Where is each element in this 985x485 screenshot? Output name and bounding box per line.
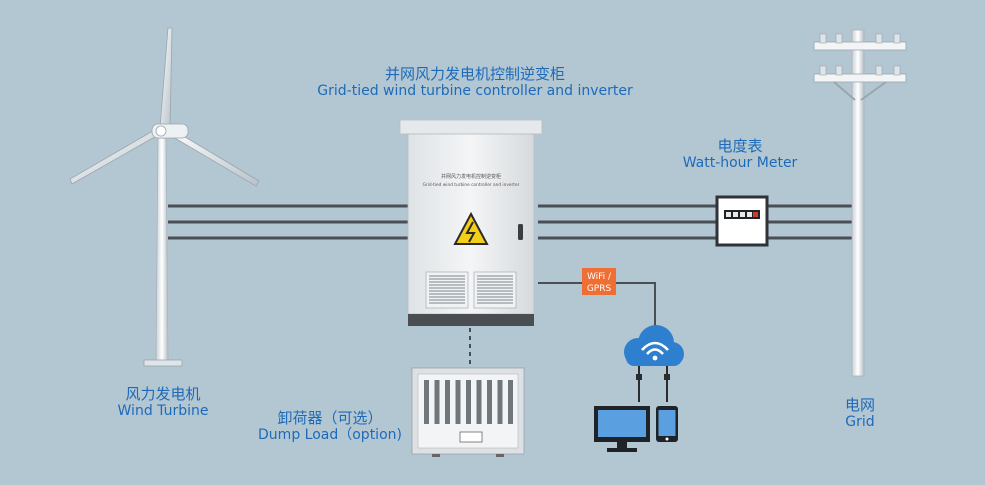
cabinet-vents xyxy=(425,271,517,309)
dump-load-fin xyxy=(445,380,450,424)
power-wires xyxy=(168,204,856,240)
high-voltage-warning-icon xyxy=(453,211,489,245)
dump-load-fin xyxy=(455,380,461,424)
cabinet-cn-label: 并网风力发电机控制逆变柜 xyxy=(441,173,501,180)
desktop-monitor-icon xyxy=(594,406,650,452)
dump-load-fin xyxy=(497,380,503,424)
dump-load-fin xyxy=(434,380,440,424)
dump-load-fin xyxy=(476,380,482,424)
grid-label: 电网 Grid xyxy=(844,396,876,431)
inverter-cabinet: 并网风力发电机控制逆变柜 Grid-tied wind turbine cont… xyxy=(399,119,543,326)
badge-line-2: GPRS xyxy=(587,284,612,294)
wind-turbine-icon xyxy=(69,27,260,367)
dump-load-fin xyxy=(508,380,513,424)
signal-wire xyxy=(538,282,656,333)
watt-hour-meter-icon xyxy=(715,195,769,247)
dump-load-fin xyxy=(487,380,492,424)
dump-load-label-en: Dump Load（option) xyxy=(258,427,402,444)
cloud-device-wires xyxy=(636,366,670,402)
grid-label-en: Grid xyxy=(845,414,875,431)
turbine-label-cn: 风力发电机 xyxy=(125,385,201,403)
turbine-label: 风力发电机 Wind Turbine xyxy=(117,385,209,420)
dump-load-label: 卸荷器（可选） Dump Load（option) xyxy=(258,409,402,444)
wifi-gprs-badge: WiFi / GPRS xyxy=(582,268,616,295)
cloud-wifi-icon xyxy=(624,325,684,366)
turbine-label-en: Wind Turbine xyxy=(117,403,209,420)
meter-label: 电度表 Watt-hour Meter xyxy=(682,137,798,172)
badge-line-1: WiFi / xyxy=(587,272,612,282)
inverter-label-cn: 并网风力发电机控制逆变柜 xyxy=(384,65,566,83)
dump-load-fin xyxy=(466,380,471,424)
vent-lines xyxy=(429,275,513,304)
grid-label-cn: 电网 xyxy=(844,396,876,414)
utility-pole-icon xyxy=(813,29,907,377)
cabinet-handle xyxy=(518,224,523,240)
dump-load-fins xyxy=(424,380,513,424)
inverter-label: 并网风力发电机控制逆变柜 Grid-tied wind turbine cont… xyxy=(317,65,633,100)
dump-load-fin xyxy=(424,380,429,424)
smartphone-icon xyxy=(656,406,678,442)
inverter-label-en: Grid-tied wind turbine controller and in… xyxy=(317,83,633,100)
dump-load-unit xyxy=(411,367,525,457)
dump-load-label-cn: 卸荷器（可选） xyxy=(277,409,383,427)
meter-label-en: Watt-hour Meter xyxy=(682,155,798,172)
cabinet-en-label: Grid-tied wind turbine controller and in… xyxy=(423,182,520,188)
meter-label-cn: 电度表 xyxy=(717,137,763,155)
